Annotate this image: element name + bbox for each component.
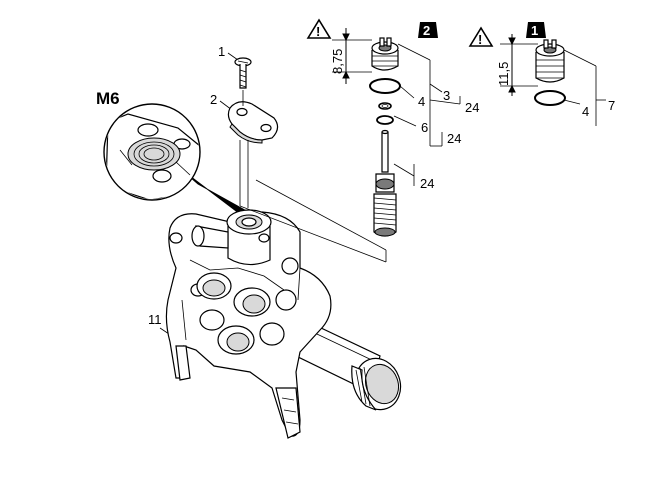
plate-part: 2 [210, 90, 279, 208]
valve-variant-1: ! 1 11,5 4 7 [468, 22, 615, 126]
callout-part-6: 6 [421, 120, 428, 135]
dimension-variant-2: 8,75 [330, 49, 345, 74]
screw-part: 1 [218, 44, 252, 89]
callout-screw: 1 [218, 44, 225, 59]
callout-oring-4b: 4 [582, 104, 589, 119]
svg-text:!: ! [478, 32, 482, 47]
callout-part-7: 7 [608, 98, 615, 113]
m6-thread-label: M6 [96, 89, 120, 108]
warning-triangle-icon: ! [468, 26, 494, 47]
callout-plate: 2 [210, 92, 217, 107]
callout-oring-4a: 4 [418, 94, 425, 109]
callout-set-24c: 24 [420, 176, 434, 191]
svg-text:1: 1 [531, 23, 538, 38]
callout-set-24a: 24 [465, 100, 479, 115]
warning-triangle-icon: ! [306, 18, 332, 39]
svg-text:2: 2 [423, 23, 430, 38]
dimension-variant-1: 11,5 [496, 62, 511, 86]
pump-housing-part: 11 [148, 209, 402, 439]
valve-variant-2: ! 2 8,75 4 6 [239, 18, 479, 263]
numbered-badge-icon: 1 [526, 22, 546, 38]
svg-text:!: ! [316, 24, 320, 39]
m6-detail-view: M6 [96, 89, 253, 221]
callout-set-24b: 24 [447, 131, 461, 146]
callout-part-3: 3 [443, 88, 450, 103]
callout-housing: 11 [148, 312, 162, 327]
numbered-badge-icon: 2 [418, 22, 438, 38]
